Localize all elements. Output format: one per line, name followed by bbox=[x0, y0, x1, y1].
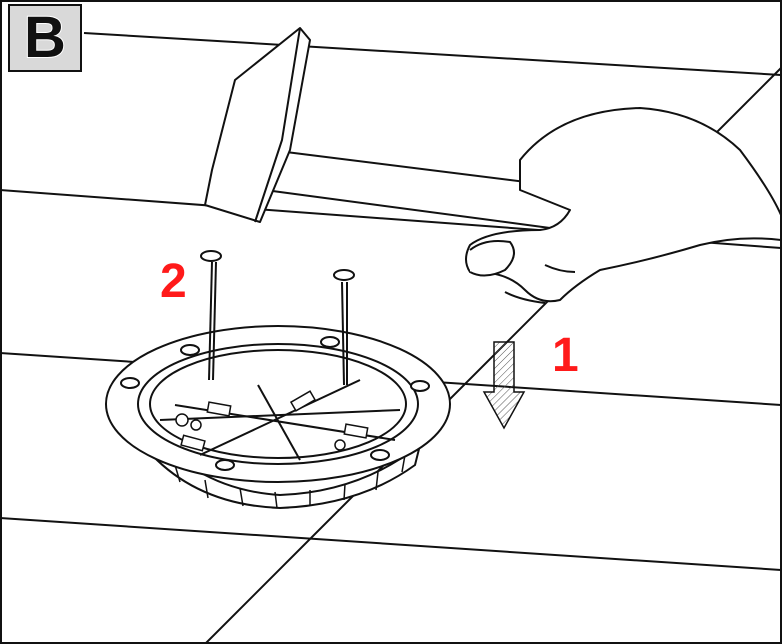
pedestal-base-icon bbox=[105, 325, 451, 510]
step-number-2: 2 bbox=[160, 255, 187, 308]
step-number-1: 1 bbox=[552, 329, 579, 382]
board-line bbox=[83, 32, 782, 76]
down-arrow-icon bbox=[482, 341, 526, 430]
nail-icon bbox=[200, 250, 222, 381]
panel-label-badge: B bbox=[8, 4, 82, 72]
board-line bbox=[0, 517, 782, 571]
nail-icon bbox=[333, 269, 355, 386]
hand-icon bbox=[465, 107, 782, 304]
panel-label: B bbox=[23, 5, 67, 70]
hammer-icon bbox=[204, 27, 607, 235]
